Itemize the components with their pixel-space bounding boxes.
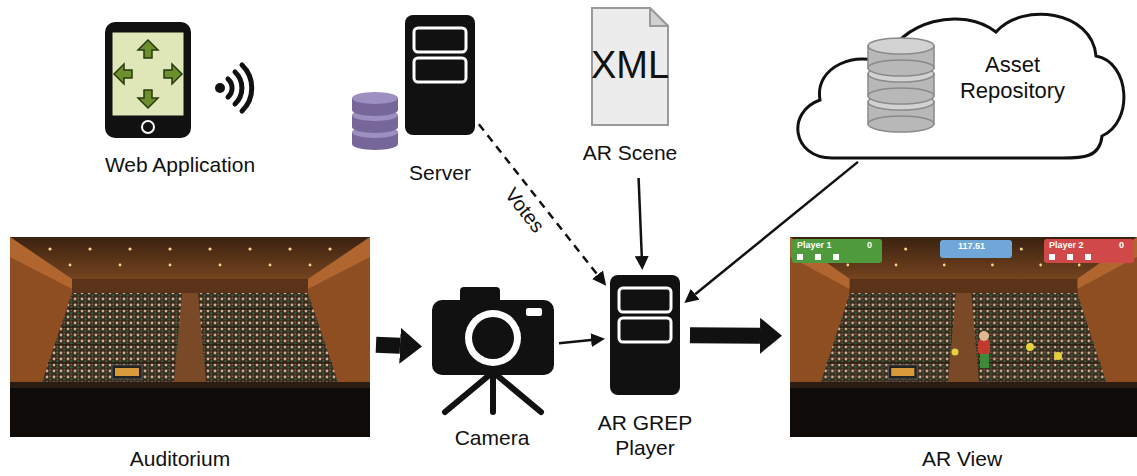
asset-cloud: Asset Repository	[785, 2, 1130, 160]
timer-value: 117.51	[958, 241, 985, 252]
flow-arrow	[639, 178, 642, 256]
text-slot: Camera	[422, 425, 562, 450]
text-slot: AR Scene	[575, 140, 685, 165]
text-slot: Server	[390, 160, 490, 185]
icon-text: XML	[580, 43, 680, 89]
node-label: Auditorium	[100, 446, 260, 471]
node-label: Web Application	[90, 152, 270, 177]
dashed-arrow	[479, 124, 598, 274]
scene-document: XMLAR Scene	[585, 5, 685, 175]
node-label: Asset Repository	[950, 52, 1075, 105]
output-view: AR View	[790, 237, 1137, 437]
text-slot: AR GREP Player	[590, 410, 700, 460]
text-slot: 0	[1119, 240, 1124, 251]
text-slot: Auditorium	[100, 446, 260, 471]
flow-arrow	[695, 162, 858, 294]
player-name: Player 1	[797, 240, 832, 251]
text-slot: Player 2	[1049, 240, 1084, 251]
edge-label: Votes	[501, 184, 549, 237]
score-number: 0	[867, 240, 872, 251]
text-slot: AR View	[892, 446, 1032, 471]
node-label: Server	[390, 160, 490, 185]
text-slot: 117.51	[958, 241, 985, 252]
node-label: AR GREP Player	[590, 410, 700, 460]
client-device: Web Application	[103, 20, 193, 140]
block-arrow	[690, 327, 760, 343]
venue-photo: Auditorium	[10, 237, 370, 437]
text-slot: Asset Repository	[950, 52, 1075, 105]
score-number: 0	[1119, 240, 1124, 251]
flow-arrow	[559, 340, 591, 343]
camera-device: Camera	[428, 282, 556, 417]
node-label: Camera	[422, 425, 562, 450]
server-node: Server	[403, 13, 477, 137]
node-label: AR Scene	[575, 140, 685, 165]
text-slot: Web Application	[90, 152, 270, 177]
player-name: Player 2	[1049, 240, 1084, 251]
text-slot: 0	[867, 240, 872, 251]
text-slot: Player 1	[797, 240, 832, 251]
block-arrow	[376, 337, 400, 354]
player-node: AR GREP Player	[608, 273, 682, 397]
node-label: AR View	[892, 446, 1032, 471]
text-slot: XML	[580, 43, 680, 89]
